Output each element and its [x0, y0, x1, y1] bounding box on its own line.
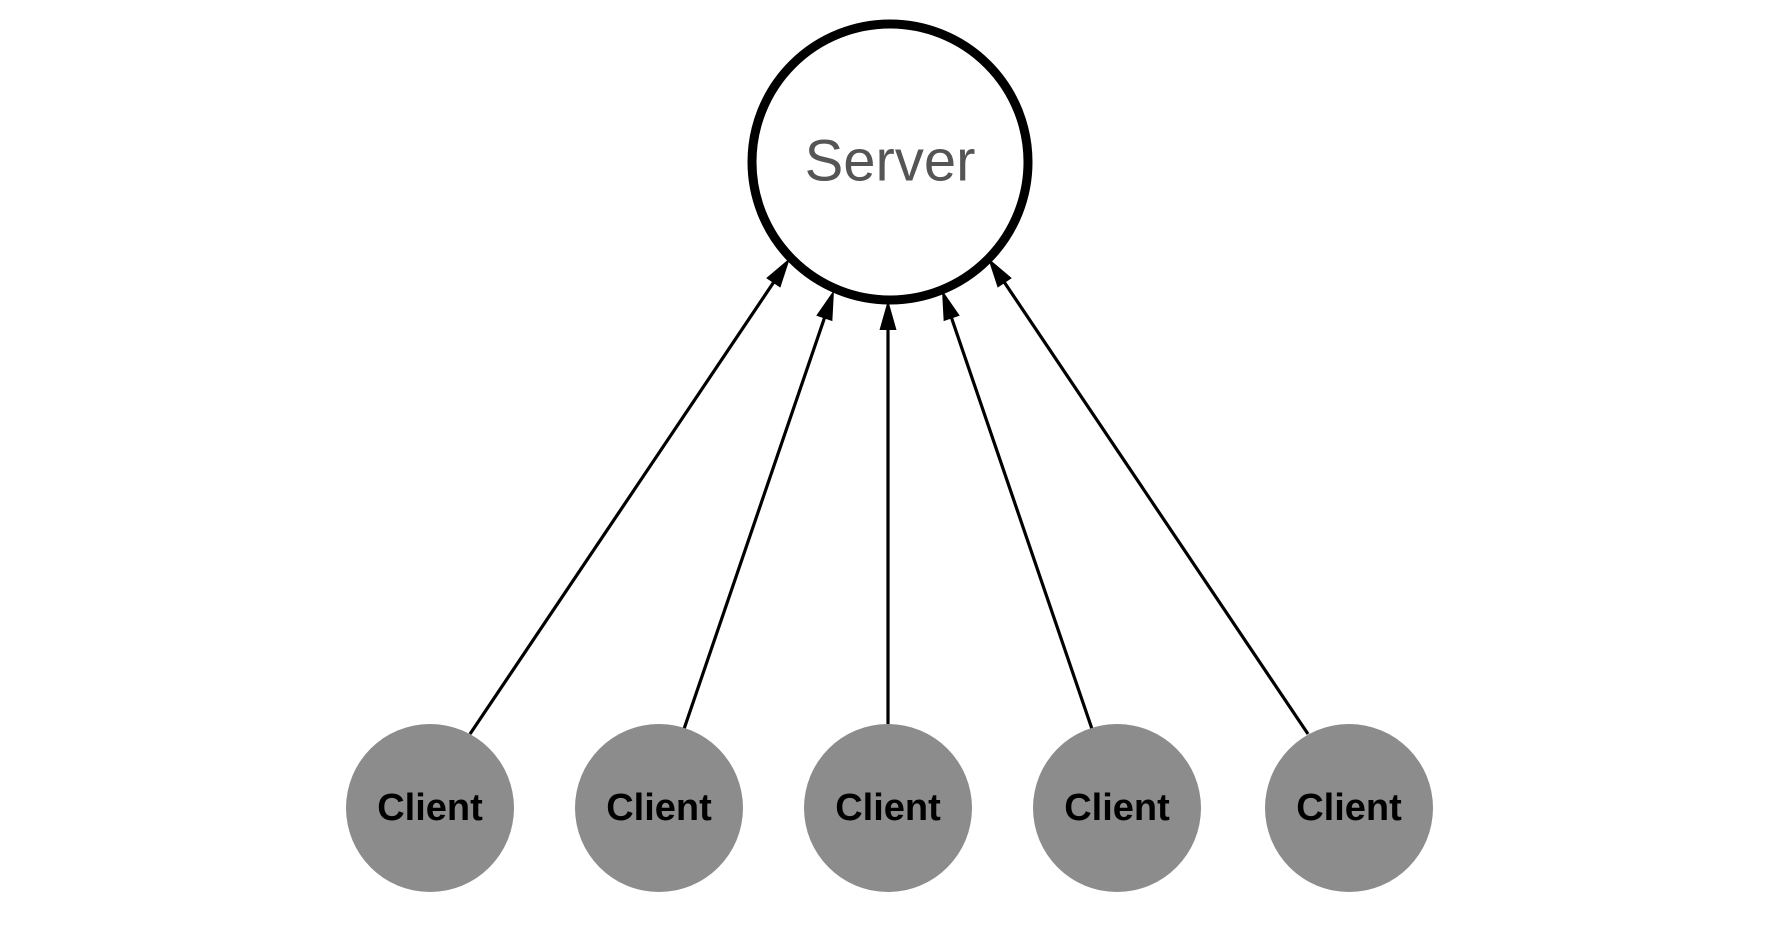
server-circle[interactable] [747, 19, 1033, 305]
client-label: Client [1064, 787, 1170, 829]
server-label: Server [805, 128, 976, 193]
client-label: Client [1296, 787, 1402, 829]
edge-arrowhead [942, 290, 960, 322]
node-server[interactable]: Server [747, 19, 1033, 305]
edge-5-client-to-server [988, 258, 1310, 735]
node-client-5[interactable]: Client [1265, 724, 1433, 892]
node-client-4[interactable]: Client [1033, 724, 1201, 892]
node-client-1[interactable]: Client [346, 724, 514, 892]
clients-group: Client Client Client Client Client [346, 724, 1433, 892]
edge-arrowhead [879, 300, 897, 330]
node-client-3[interactable]: Client [804, 724, 972, 892]
client-label: Client [835, 787, 941, 829]
edge-line [948, 312, 1094, 730]
edge-arrowhead [988, 258, 1012, 288]
client-circle[interactable] [1265, 724, 1433, 892]
node-client-2[interactable]: Client [575, 724, 743, 892]
client-label: Client [606, 787, 712, 829]
edge-4-client-to-server [942, 290, 1094, 730]
client-circle[interactable] [575, 724, 743, 892]
client-label: Client [377, 787, 483, 829]
client-circle[interactable] [1033, 724, 1201, 892]
edge-3-client-to-server [879, 300, 897, 724]
edges-group [468, 258, 1310, 735]
client-circle[interactable] [804, 724, 972, 892]
edge-line [468, 277, 778, 735]
edge-line [682, 312, 828, 730]
edge-2-client-to-server [682, 290, 834, 730]
edge-line [1000, 277, 1310, 735]
edge-arrowhead [766, 258, 790, 288]
edge-arrowhead [816, 290, 834, 322]
edge-1-client-to-server [468, 258, 790, 735]
client-circle[interactable] [346, 724, 514, 892]
